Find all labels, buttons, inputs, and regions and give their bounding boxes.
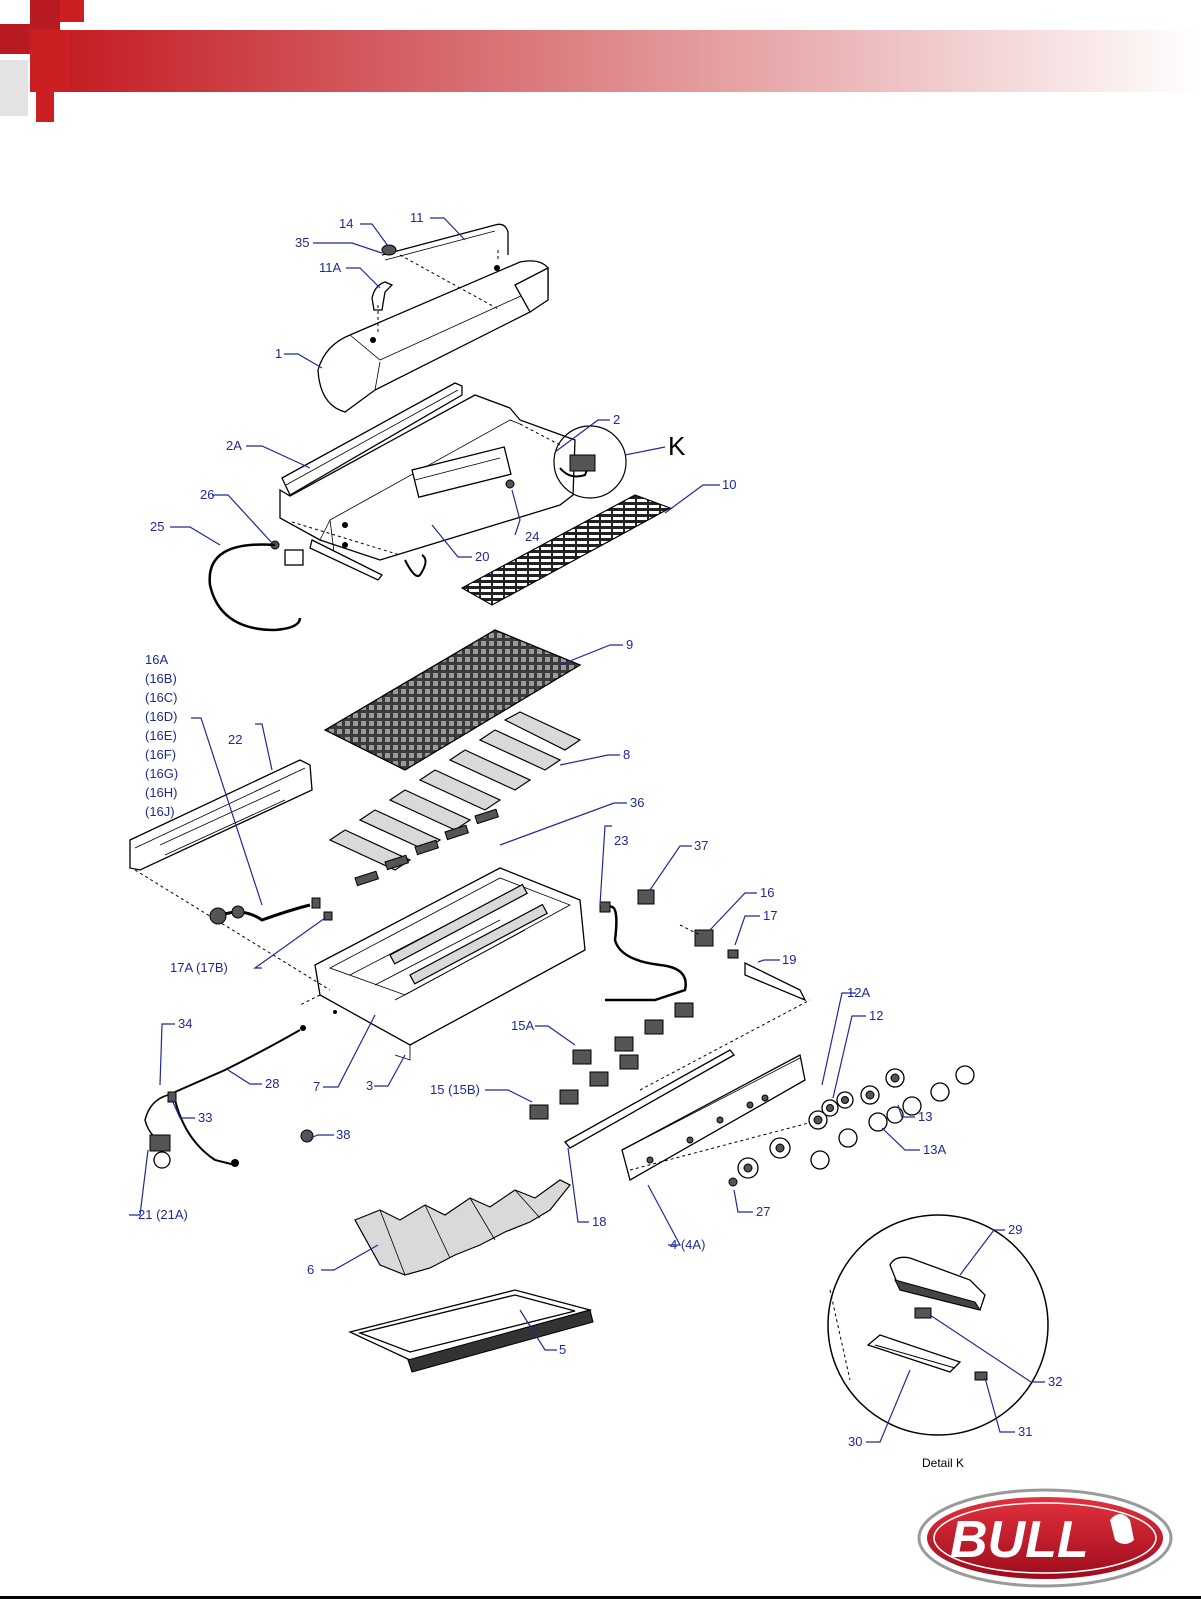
label-16b: (16B) bbox=[145, 671, 177, 686]
label-20: 20 bbox=[475, 549, 489, 564]
label-16d: (16D) bbox=[145, 709, 178, 724]
label-21: 21 (21A) bbox=[138, 1207, 188, 1222]
label-16a: 16A bbox=[145, 652, 168, 667]
label-24: 24 bbox=[525, 529, 539, 544]
label-38: 38 bbox=[336, 1127, 350, 1142]
regulator-part-37 bbox=[638, 890, 654, 904]
label-9: 9 bbox=[626, 637, 633, 652]
label-29: 29 bbox=[1008, 1222, 1022, 1237]
label-16h: (16H) bbox=[145, 785, 178, 800]
label-34: 34 bbox=[178, 1016, 192, 1031]
bull-logo: BULL bbox=[919, 1490, 1171, 1586]
detail-k-caption: Detail K bbox=[922, 1456, 964, 1470]
label-16e: (16E) bbox=[145, 728, 177, 743]
wire-harness-part-28 bbox=[175, 1025, 306, 1167]
label-36: 36 bbox=[630, 795, 644, 810]
logo-text: BULL bbox=[950, 1511, 1089, 1569]
lens-part-30 bbox=[868, 1335, 960, 1372]
burner-valves-part-15 bbox=[530, 1003, 693, 1119]
igniter-box-part-26 bbox=[271, 541, 303, 565]
label-25: 25 bbox=[150, 519, 164, 534]
footer-rule bbox=[0, 1596, 1201, 1599]
gas-line-part-23 bbox=[600, 902, 686, 1000]
label-33: 33 bbox=[198, 1110, 212, 1125]
label-k: K bbox=[668, 431, 686, 461]
hood-part-1 bbox=[318, 261, 548, 412]
label-14: 14 bbox=[339, 216, 353, 231]
label-22: 22 bbox=[228, 732, 242, 747]
label-16: 16 bbox=[760, 885, 774, 900]
bulb-part-32 bbox=[915, 1308, 931, 1318]
label-28: 28 bbox=[265, 1076, 279, 1091]
label-2: 2 bbox=[613, 412, 620, 427]
label-6: 6 bbox=[307, 1262, 314, 1277]
transformer-part-21 bbox=[145, 1095, 175, 1168]
grill-body-part-3 bbox=[315, 868, 585, 1060]
label-15: 15 (15B) bbox=[430, 1082, 480, 1097]
label-19: 19 bbox=[782, 952, 796, 967]
label-27: 27 bbox=[756, 1204, 770, 1219]
label-18: 18 bbox=[592, 1214, 606, 1229]
clip-part-27 bbox=[729, 1178, 737, 1186]
cooking-grid-part-9 bbox=[325, 630, 580, 770]
label-8: 8 bbox=[623, 747, 630, 762]
label-12a: 12A bbox=[847, 985, 870, 1000]
label-16j: (16J) bbox=[145, 804, 175, 819]
side-burner-valve-part-16 bbox=[680, 925, 713, 946]
label-13: 13 bbox=[918, 1109, 932, 1124]
label-16f: (16F) bbox=[145, 747, 176, 762]
label-30: 30 bbox=[848, 1434, 862, 1449]
label-11a: 11A bbox=[319, 260, 341, 275]
label-13a: 13A bbox=[923, 1142, 946, 1157]
label-3: 3 bbox=[366, 1078, 373, 1093]
drip-tray-part-5 bbox=[350, 1290, 593, 1372]
label-2a: 2A bbox=[226, 438, 242, 453]
label-1: 1 bbox=[275, 346, 282, 361]
label-37: 37 bbox=[694, 838, 708, 853]
label-16c: (16C) bbox=[145, 690, 178, 705]
label-23: 23 bbox=[614, 833, 628, 848]
label-32: 32 bbox=[1048, 1374, 1062, 1389]
label-16g: (16G) bbox=[145, 766, 178, 781]
label-4: 4 (4A) bbox=[670, 1237, 705, 1252]
hose-part-19 bbox=[745, 963, 805, 1000]
bezel-part-14 bbox=[382, 245, 396, 255]
label-10: 10 bbox=[722, 477, 736, 492]
label-12: 12 bbox=[869, 1008, 883, 1023]
label-11: 11 bbox=[410, 210, 424, 225]
label-17a: 17A (17B) bbox=[170, 960, 228, 975]
fitting-part-17 bbox=[728, 950, 738, 958]
control-panel-part-4 bbox=[622, 1055, 805, 1180]
label-15a: 15A bbox=[511, 1018, 534, 1033]
light-housing-part-29 bbox=[890, 1257, 985, 1310]
heat-baffle-part-6 bbox=[355, 1180, 570, 1275]
label-17: 17 bbox=[763, 908, 777, 923]
label-35: 35 bbox=[295, 235, 309, 250]
igniter-part-38 bbox=[301, 1130, 313, 1142]
label-31: 31 bbox=[1018, 1424, 1032, 1439]
detail-k bbox=[828, 1215, 1048, 1435]
label-7: 7 bbox=[313, 1079, 320, 1094]
label-5: 5 bbox=[559, 1342, 566, 1357]
valve-assembly-part-16a bbox=[210, 898, 332, 924]
header-banner bbox=[0, 0, 1201, 122]
label-26: 26 bbox=[200, 487, 214, 502]
